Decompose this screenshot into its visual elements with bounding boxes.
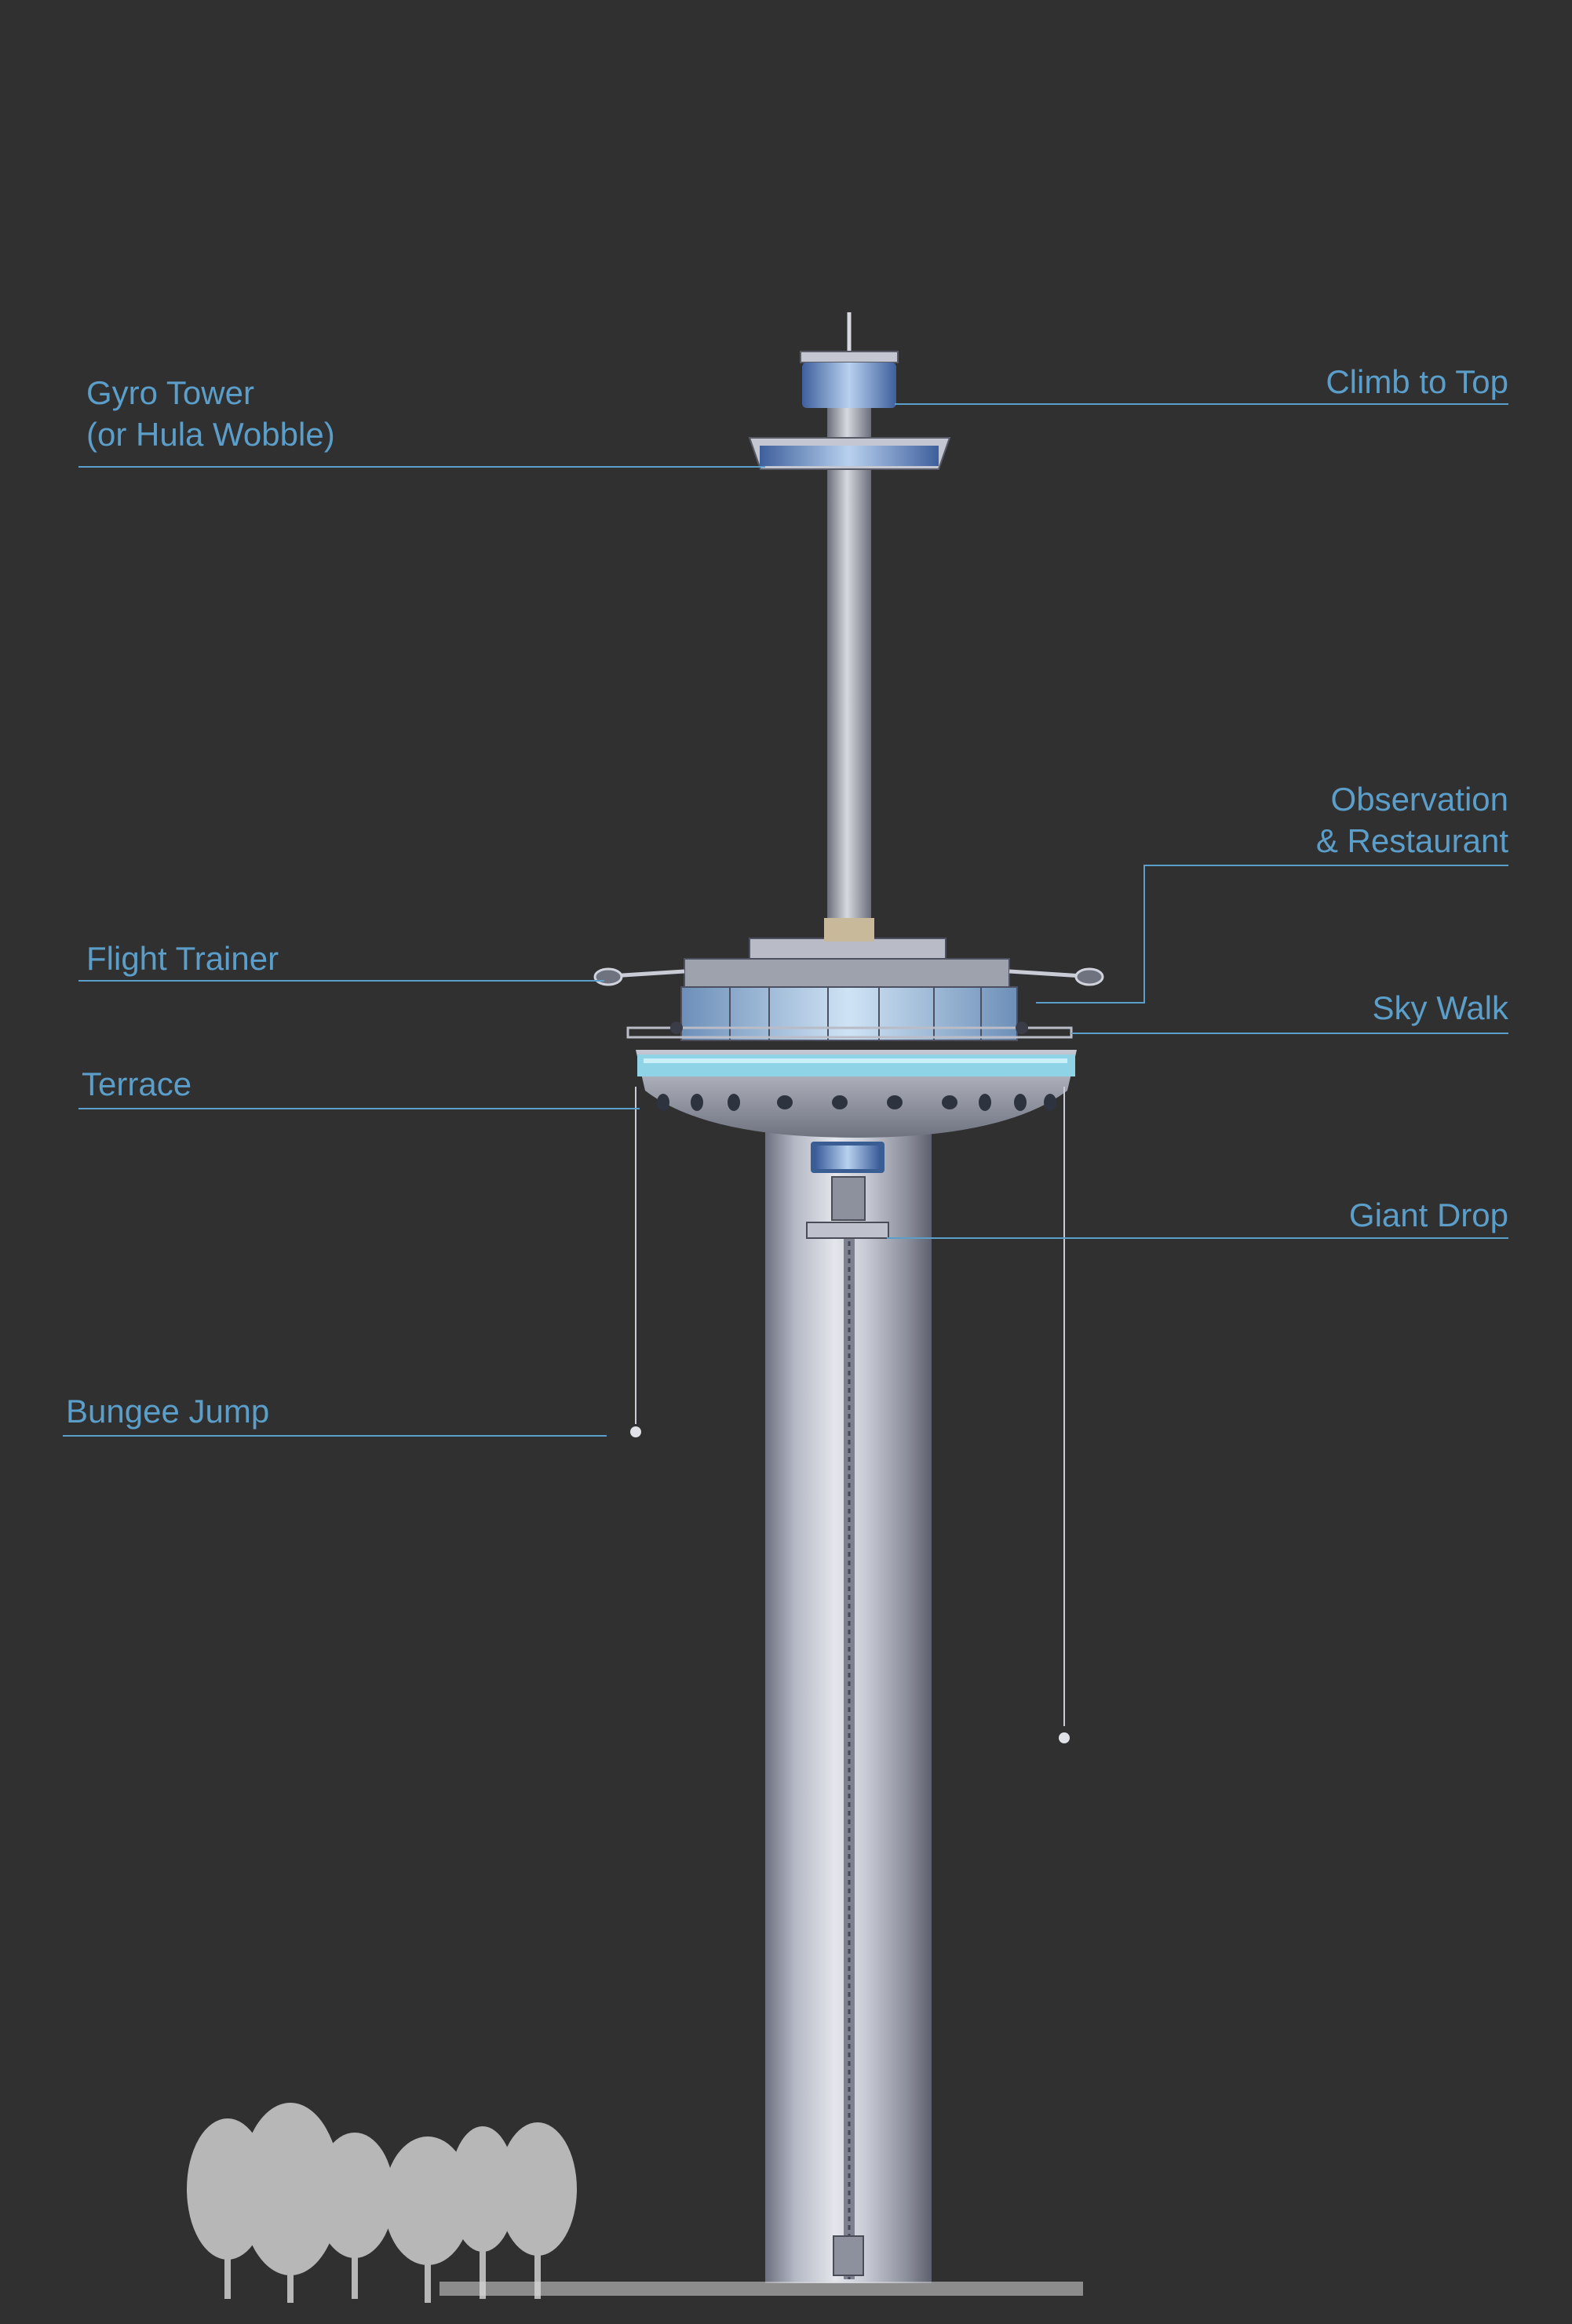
main-shaft <box>765 1130 932 2283</box>
sky-walk-label: Sky Walk <box>1372 989 1508 1026</box>
gyro-tower-label-line1: Gyro Tower <box>86 374 254 411</box>
bungee-ropes <box>630 1087 1070 1743</box>
climb-top-capsule <box>800 312 899 408</box>
leader-lines <box>63 403 1508 1437</box>
flight-trainer-label: Flight Trainer <box>86 940 279 977</box>
climb-to-top-label: Climb to Top <box>1326 363 1508 400</box>
gyro-tower-ride <box>748 437 951 470</box>
giant-drop-ride <box>806 1142 889 2276</box>
mast <box>824 408 874 942</box>
observation-pod <box>626 938 1077 1138</box>
terrace-label: Terrace <box>82 1065 192 1102</box>
observation-restaurant-label: Observation & Restaurant <box>1316 778 1508 861</box>
observation-label-line2: & Restaurant <box>1315 822 1508 859</box>
trees <box>187 2103 577 2303</box>
gyro-tower-label-line2: (or Hula Wobble) <box>86 416 335 453</box>
gyro-tower-label: Gyro Tower (or Hula Wobble) <box>86 372 335 455</box>
giant-drop-label: Giant Drop <box>1348 1197 1508 1233</box>
observation-label-line1: Observation <box>1330 781 1508 818</box>
bungee-jump-label: Bungee Jump <box>66 1393 270 1430</box>
ground-figures <box>440 2282 1083 2296</box>
